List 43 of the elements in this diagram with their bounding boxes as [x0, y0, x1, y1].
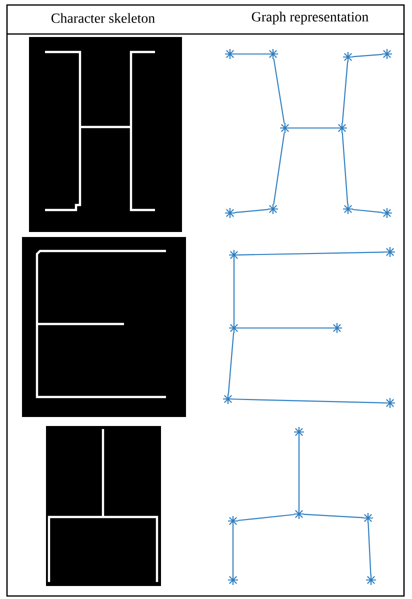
- graph-edge: [273, 132, 285, 204]
- asterisk-node: [224, 48, 236, 60]
- graph-edge: [304, 514, 364, 518]
- asterisk-node: [342, 203, 354, 215]
- asterisk-node: [384, 397, 396, 409]
- graph-edge: [352, 54, 382, 58]
- asterisk-node: [381, 207, 393, 219]
- asterisk-node: [293, 426, 305, 438]
- asterisk-node: [228, 322, 240, 334]
- asterisk-node: [365, 574, 377, 586]
- graph-edge: [238, 252, 386, 256]
- graph-edge: [232, 398, 386, 404]
- asterisk-node: [381, 48, 393, 60]
- column-header: Character skeleton: [52, 13, 155, 23]
- asterisk-node: [293, 508, 305, 520]
- graph-edge: [298, 436, 300, 510]
- asterisk-node: [384, 246, 396, 258]
- graph-edge: [273, 58, 285, 124]
- asterisk-node: [224, 207, 236, 219]
- graph-edge: [228, 332, 234, 394]
- asterisk-node: [331, 322, 343, 334]
- graph-edge: [233, 260, 235, 324]
- graph-edge: [238, 327, 332, 329]
- asterisk-node: [222, 393, 234, 405]
- asterisk-node: [227, 574, 239, 586]
- asterisk-node: [228, 249, 240, 261]
- graph-edge: [234, 53, 268, 55]
- asterisk-node: [336, 122, 348, 134]
- asterisk-node: [267, 48, 279, 60]
- graph-edge: [238, 514, 294, 522]
- graph-edge: [352, 208, 382, 214]
- asterisk-node: [362, 512, 374, 524]
- asterisk-node: [279, 122, 291, 134]
- graph-edge: [290, 127, 338, 129]
- asterisk-node: [342, 51, 354, 63]
- asterisk-node: [227, 515, 239, 527]
- graph-edge: [232, 526, 234, 576]
- asterisk-node: [267, 203, 279, 215]
- graph-edge: [342, 62, 348, 124]
- graph-edge: [342, 132, 348, 204]
- graph-edge: [368, 522, 372, 576]
- column-header: Graph representation: [252, 12, 368, 24]
- graph-edge: [234, 208, 268, 214]
